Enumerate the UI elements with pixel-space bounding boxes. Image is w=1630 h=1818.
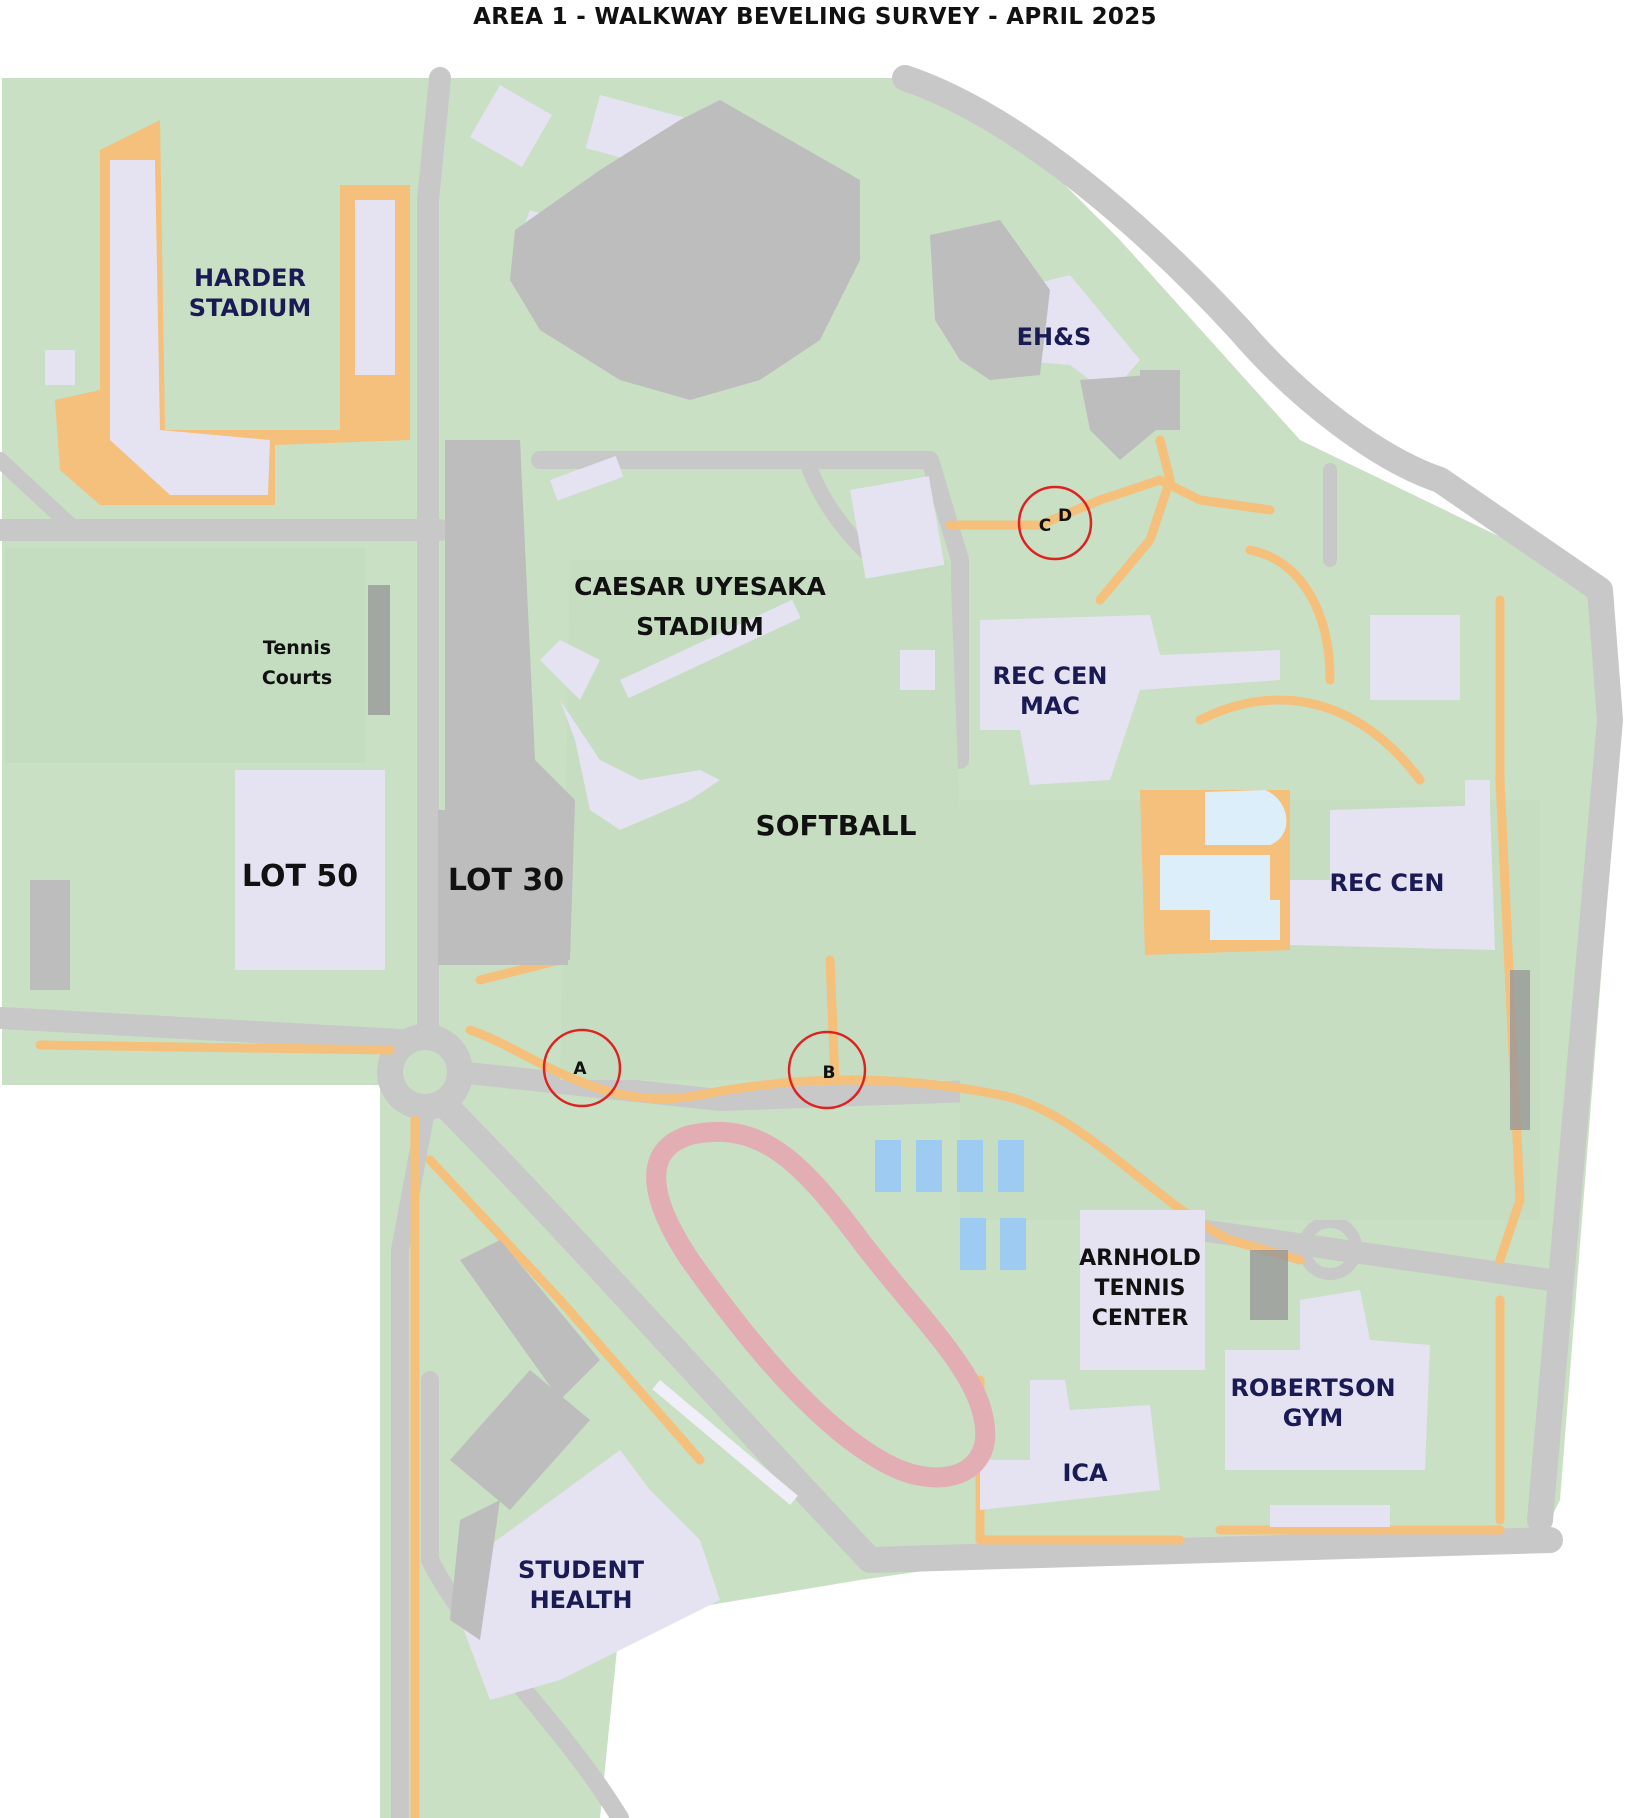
running-track <box>646 1121 996 1488</box>
harder-east-stand <box>355 200 395 375</box>
survey-label-c: C <box>1039 516 1051 536</box>
robertson-gym <box>1225 1290 1430 1470</box>
tennis-courts-field <box>5 548 365 763</box>
ica-building <box>980 1380 1160 1510</box>
label-reccen-mac-2: MAC <box>1020 692 1080 720</box>
label-student-health-2: HEALTH <box>530 1586 633 1614</box>
reccen-building <box>1290 805 1495 950</box>
label-tennis-1: Tennis <box>263 637 331 659</box>
track-straight <box>652 1380 798 1505</box>
reccen-north <box>1370 615 1460 700</box>
student-health-building <box>460 1450 720 1700</box>
label-reccen: REC CEN <box>1330 869 1445 897</box>
label-caesar-1: CAESAR UYESAKA <box>574 572 826 601</box>
map-title: AREA 1 - WALKWAY BEVELING SURVEY - APRIL… <box>473 4 1157 30</box>
reccen-mac-building <box>980 615 1280 785</box>
parking-areas <box>30 100 1180 1640</box>
harder-stadium-building <box>110 160 270 495</box>
survey-marker-b[interactable] <box>787 1030 867 1110</box>
label-robertson-2: GYM <box>1283 1404 1343 1432</box>
survey-markers: A B C D <box>542 485 1093 1110</box>
roundabout-east <box>1298 1216 1362 1280</box>
rec-pools <box>1140 790 1290 955</box>
hatched-areas <box>368 585 1530 1320</box>
arnhold-building <box>1080 1210 1205 1370</box>
label-reccen-mac-1: REC CEN <box>993 662 1108 690</box>
survey-label-b: B <box>823 1063 836 1083</box>
label-harder-2: STADIUM <box>189 294 312 322</box>
softball-field <box>560 560 970 1080</box>
survey-marker-a[interactable] <box>542 1028 622 1108</box>
caesar-stand-building <box>560 700 720 830</box>
label-arnhold-2: TENNIS <box>1095 1276 1186 1301</box>
survey-marker-cd[interactable] <box>1017 485 1093 561</box>
label-student-health-1: STUDENT <box>518 1556 645 1584</box>
survey-label-d: D <box>1058 506 1072 526</box>
blue-tennis-courts <box>875 1140 1026 1270</box>
label-harder-1: HARDER <box>194 264 306 292</box>
label-ehs: EH&S <box>1017 323 1092 351</box>
lot50-building <box>235 770 385 970</box>
sh-parking <box>460 1240 600 1400</box>
north-parking-complex <box>510 100 860 400</box>
map-labels: HARDER STADIUM Tennis Courts LOT 50 LOT … <box>189 264 1445 1614</box>
label-caesar-2: STADIUM <box>636 612 764 641</box>
label-ica: ICA <box>1062 1459 1108 1487</box>
survey-label-a: A <box>573 1059 587 1079</box>
label-lot30: LOT 30 <box>448 863 564 898</box>
label-arnhold-1: ARNHOLD <box>1079 1246 1201 1271</box>
label-tennis-2: Courts <box>262 667 332 689</box>
label-arnhold-3: CENTER <box>1092 1306 1189 1331</box>
label-robertson-1: ROBERTSON <box>1230 1374 1395 1402</box>
label-lot50: LOT 50 <box>242 859 358 894</box>
label-softball: SOFTBALL <box>756 809 917 842</box>
